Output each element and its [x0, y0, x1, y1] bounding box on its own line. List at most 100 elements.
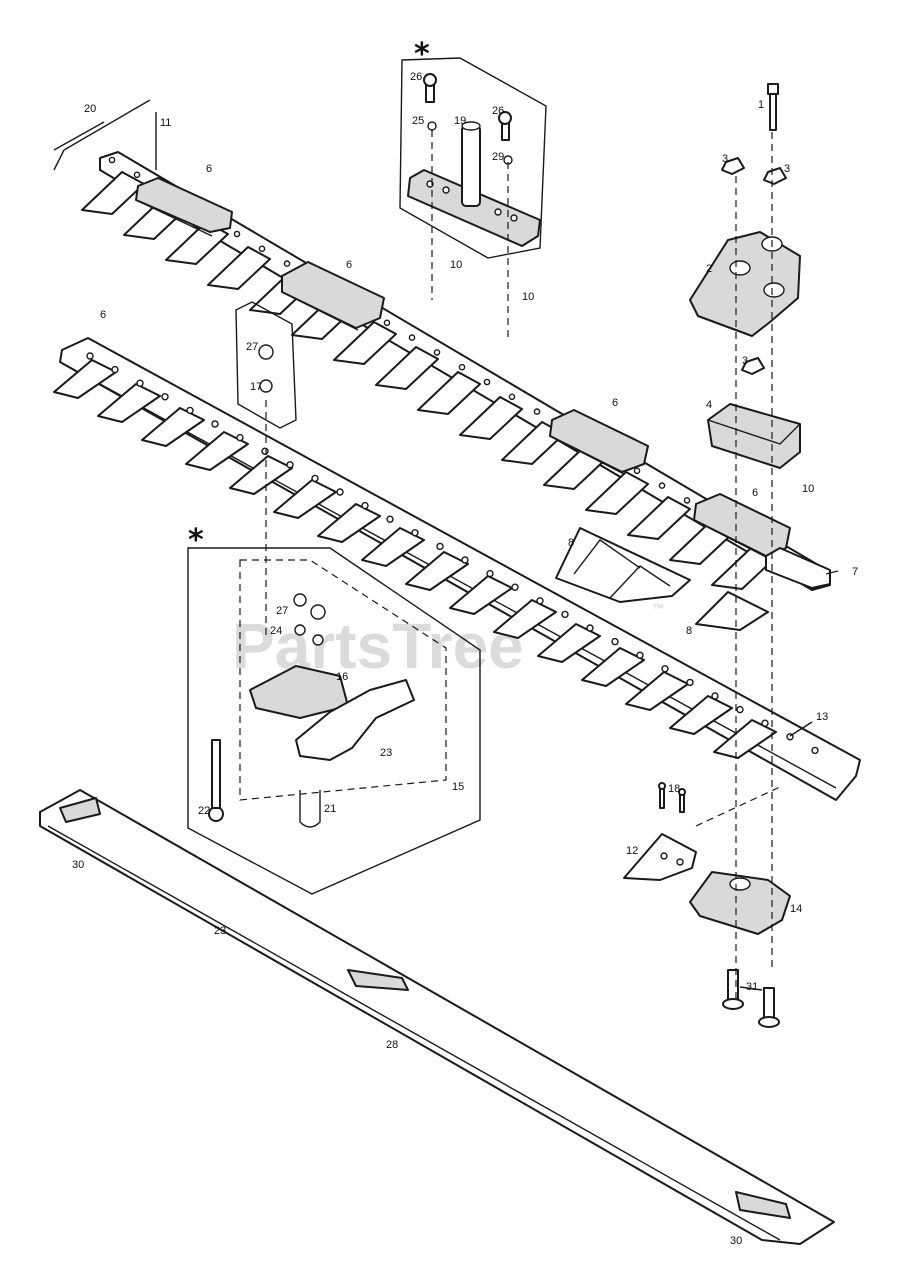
- lower-bar-hole: [636, 651, 644, 659]
- kit-inset-top: [399, 57, 547, 259]
- lower-guard-tooth: [361, 527, 425, 567]
- assembly-lines: [265, 130, 783, 1000]
- bottom-shield: [39, 789, 835, 1245]
- callout-27a: 27: [246, 341, 258, 353]
- lower-guard-tooth: [185, 431, 249, 471]
- lower-bar-hole: [211, 420, 219, 428]
- upper-bar-hole: [508, 393, 516, 401]
- callout-14: 14: [790, 903, 802, 915]
- lower-bar-hole: [611, 637, 619, 646]
- lower-bar-hole: [736, 705, 744, 714]
- callout-22: 22: [198, 805, 210, 817]
- upper-bar-hole: [483, 378, 491, 386]
- upper-knife-section: [375, 346, 439, 390]
- guard-clip-6d: [693, 493, 791, 559]
- upper-sickle-bar: [81, 151, 831, 591]
- lower-guard-tooth: [317, 503, 381, 543]
- lower-bar-hole: [686, 678, 694, 687]
- upper-bar-hole: [458, 363, 466, 371]
- callout-30a: 30: [72, 859, 84, 871]
- upper-knife-section: [417, 371, 481, 415]
- upper-bar-hole: [383, 319, 391, 327]
- lower-bar-hole: [461, 556, 469, 564]
- callout-13: 13: [816, 711, 828, 723]
- section-8a: [555, 527, 691, 603]
- lower-guard-tooth: [581, 647, 645, 687]
- lower-bar-hole: [111, 365, 119, 374]
- lower-bar-hole: [161, 393, 169, 401]
- callout-4: 4: [706, 399, 712, 411]
- guard-clip-6b: [281, 261, 385, 331]
- kit-marker-lower: *: [188, 523, 204, 558]
- callout-21: 21: [324, 803, 336, 815]
- nut-3c: [741, 357, 765, 375]
- upper-bar-hole: [108, 156, 116, 164]
- callout-12: 12: [626, 845, 638, 857]
- lower-guard-tooth: [537, 623, 601, 663]
- callout-23a: 23: [380, 747, 392, 759]
- callout-10b: 10: [522, 291, 534, 303]
- lower-bar-hole: [661, 665, 669, 673]
- callout-26b: 26: [492, 105, 504, 117]
- upper-knife-section: [627, 496, 691, 540]
- upper-knife-section: [585, 471, 649, 515]
- callout-27b: 27: [276, 605, 288, 617]
- upper-bar-hole: [133, 171, 141, 179]
- callout-8b: 8: [686, 625, 692, 637]
- callout-3a: 3: [722, 153, 728, 165]
- lower-bar-hole: [561, 610, 569, 619]
- lower-bar-hole: [311, 474, 319, 483]
- callout-15: 15: [452, 781, 464, 793]
- upper-bar-hole: [258, 245, 266, 253]
- lower-guard-tooth: [97, 383, 161, 423]
- guard-clip-6a: [135, 177, 233, 237]
- callout-17: 17: [250, 381, 262, 393]
- lower-bar-hole: [186, 406, 194, 415]
- rivet-18: [658, 782, 686, 813]
- lower-bar-hole: [711, 692, 719, 700]
- lower-guard-tooth: [141, 407, 205, 447]
- lower-bar-hole: [511, 583, 519, 591]
- callout-10a: 10: [450, 259, 462, 271]
- callout-2: 2: [706, 263, 712, 275]
- lower-bar-hole: [586, 624, 594, 632]
- upper-bar-hole: [408, 334, 416, 341]
- end-plate-7: [765, 547, 831, 589]
- holder-14: [689, 871, 791, 935]
- nut-3a: [721, 157, 745, 175]
- leader-lines: [53, 99, 839, 991]
- upper-bar-hole: [683, 497, 691, 504]
- lower-bar-hole: [236, 433, 244, 442]
- nut-3b: [763, 167, 787, 185]
- upper-bar-hole: [233, 230, 241, 238]
- callout-6d: 6: [752, 487, 758, 499]
- lower-bar-hole: [136, 379, 144, 387]
- callouts: 1 2 3 3 3 4 6 6 6 6 6 7 8 8 10 10 10 11 …: [72, 71, 858, 1247]
- callout-24: 24: [270, 625, 282, 637]
- lower-bar-hole: [761, 719, 769, 727]
- bolt-31a: [722, 969, 744, 1010]
- callout-28: 28: [386, 1039, 398, 1051]
- lower-bar-hole: [411, 529, 419, 537]
- lower-bar-hole: [536, 597, 544, 605]
- lower-bar-hole: [361, 501, 369, 510]
- upper-knife-section: [333, 321, 397, 365]
- callout-16: 16: [336, 671, 348, 683]
- section-8b: [695, 591, 769, 631]
- upper-bar-hole: [533, 408, 541, 415]
- upper-bar-hole: [658, 482, 666, 489]
- lower-bar-hole: [86, 352, 94, 360]
- lower-bar-hole: [386, 515, 394, 523]
- callout-29: 29: [492, 151, 504, 163]
- callout-6a: 6: [206, 163, 212, 175]
- callout-1: 1: [758, 99, 764, 111]
- callout-6b: 6: [346, 259, 352, 271]
- lower-guard-tooth: [273, 479, 337, 519]
- lower-guard-tooth: [669, 695, 733, 735]
- lower-guard-tooth: [493, 599, 557, 639]
- lower-bar-hole: [336, 488, 344, 496]
- callout-3b: 3: [784, 163, 790, 175]
- callout-6e: 6: [100, 309, 106, 321]
- upper-bar-hole: [283, 260, 291, 267]
